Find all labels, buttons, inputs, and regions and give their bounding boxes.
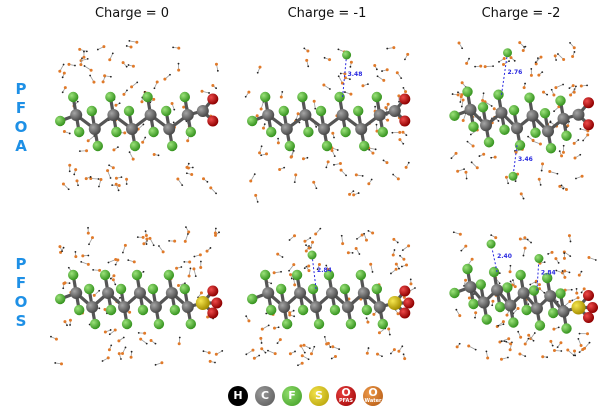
row-label-pfoa: P F O A [10,80,32,156]
hbond-distance-label: 2.40 [497,253,512,260]
row-label-letter: F [15,274,27,292]
row-label-letter: O [14,293,28,311]
hbond-distance-label: 2.76 [508,69,523,76]
sulfur-atom-icon: S [309,386,329,406]
hbond-distance-label: 3.48 [348,71,363,78]
row-label-letter: P [15,80,27,98]
legend-symbol: S [315,389,323,402]
carbon-atom-icon: C [255,386,275,406]
legend-symbol: H [233,389,243,402]
legend-sub-label: Water [364,398,382,404]
hbond-distance-label: 3.46 [518,156,533,163]
legend-symbol: O [341,386,351,399]
molecule [449,86,594,154]
column-title-charge-minus-2: Charge = -2 [481,6,561,21]
water-molecules [245,227,416,367]
hydrogen-atom-icon: H [228,386,248,406]
legend-symbol: O [368,386,378,399]
molecule [247,91,411,152]
legend-symbol: C [260,389,270,402]
molecule [247,269,415,330]
molecule [55,91,219,152]
fluorine-atom-icon: F [282,386,302,406]
hbond-distance-label: 2.84 [317,267,332,274]
scene-pfoa-charge-minus-2: 2.76 3.46 [449,41,594,200]
legend-symbol: F [288,389,296,402]
row-label-pfos: P F O S [10,255,32,331]
row-label-letter: F [15,99,27,117]
row-label-letter: P [15,255,27,273]
molecule [449,263,598,334]
water-molecules [58,39,219,195]
row-label-letter: A [15,137,27,155]
water-molecules [50,226,224,366]
column-title-charge-0: Charge = 0 [94,6,170,21]
row-label-letter: S [15,312,27,330]
row-label-letter: O [14,118,28,136]
hbond-distance-label: 2.84 [541,270,556,277]
scene-pfos-charge-minus-2: 2.40 2.84 [449,231,598,361]
scene-pfoa-charge-minus-1: 3.48 [244,46,411,203]
molecule [55,269,223,330]
scene-pfos-charge-0 [50,226,224,366]
column-title-charge-minus-1: Charge = -1 [287,6,367,21]
scene-pfos-charge-minus-1: 2.84 [245,227,416,367]
scene-pfoa-charge-0 [55,39,219,195]
legend-sub-label: PFAS [339,398,353,404]
